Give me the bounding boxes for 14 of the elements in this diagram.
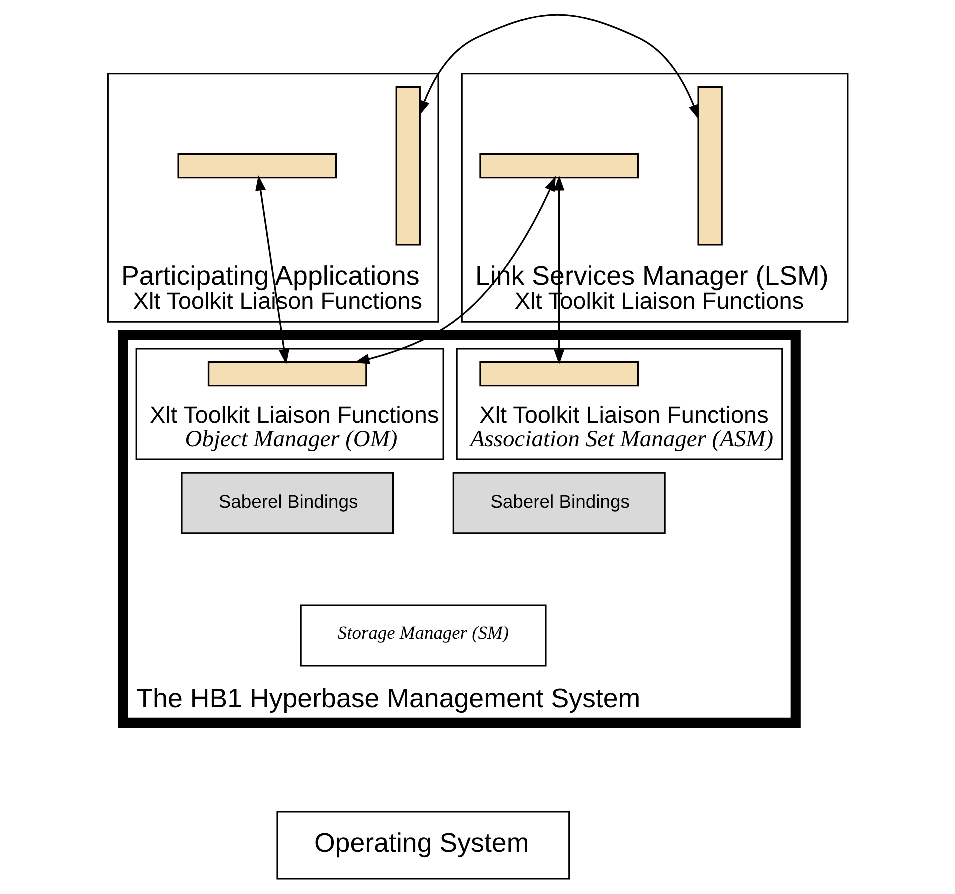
node-bar [207, 361, 367, 387]
arrow [354, 176, 556, 364]
node-box: Saberel Bindings [180, 472, 394, 534]
node-bar [395, 86, 420, 246]
node-bar [697, 86, 722, 246]
node-bar [479, 153, 639, 179]
node-box: Operating System [276, 811, 570, 880]
node-box: Saberel Bindings [452, 472, 666, 534]
arrow [255, 176, 290, 365]
node-bar [479, 361, 639, 387]
arrow [554, 176, 564, 365]
arrow [418, 14, 699, 120]
node-bar [177, 153, 337, 179]
node-box: Storage Manager (SM) [300, 604, 546, 667]
